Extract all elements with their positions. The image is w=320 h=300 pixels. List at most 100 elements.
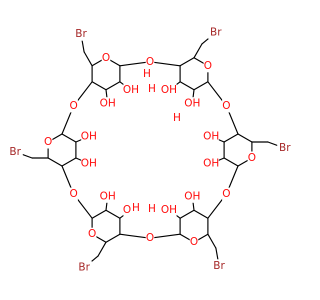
ring-oxygen: O [44, 136, 52, 148]
hydroxyl-group-group: OH [123, 83, 139, 97]
ch2-bond [207, 233, 217, 249]
bridge-oxygen-group: O [222, 187, 231, 201]
hydroxyl-group-mask [81, 157, 97, 170]
ch2-bond [97, 241, 107, 257]
glycosidic-bond [119, 61, 151, 67]
glycosidic-bond [119, 233, 151, 239]
ring-bond [223, 133, 239, 143]
bromine-atom-mask [73, 27, 89, 41]
hydroxyl-group-group: OH [161, 203, 177, 217]
bromine-atom: Br [9, 146, 21, 158]
inner-hydrogen-label: H [148, 203, 156, 215]
hydroxyl-group-group: OH [184, 97, 200, 111]
ring-bond [105, 81, 121, 91]
hydroxyl-group: OH [81, 131, 97, 143]
bridge-oxygen-group: O [222, 99, 231, 113]
hydroxyl-group: OH [203, 158, 219, 170]
ring-bond [223, 157, 239, 167]
ring-bond [47, 157, 63, 167]
hydroxyl-group-mask [100, 97, 116, 111]
inner-hydrogen-label-mask [172, 111, 182, 125]
bromine-atom: Br [78, 262, 90, 274]
hydroxyl-group-group: OH [81, 157, 97, 170]
ring-oxygen-mask [101, 51, 111, 65]
inner-hydrogen-label-group: H [131, 201, 141, 215]
hydroxyl-group-group: OH [81, 130, 97, 143]
bridge-oxygen-mask [69, 187, 78, 201]
bridge-oxygen-mask [222, 99, 231, 113]
inner-hydrogen-label-mask [147, 202, 157, 216]
ch2-bond [193, 43, 203, 59]
ring-oxygen: O [102, 52, 110, 64]
bromine-atom-mask [277, 141, 293, 155]
inner-hydrogen-label: H [173, 112, 181, 124]
atom-label-layer: OBrOHOHOBrOHOHOBrOHOHOBrOHOHOBrOHOHOBrOH… [7, 25, 293, 275]
ring-oxygen-mask [189, 235, 199, 249]
bridge-oxygen-mask [222, 187, 231, 201]
bromine-atom: Br [279, 142, 291, 154]
hydroxyl-group-mask [123, 83, 139, 97]
inner-hydrogen-label-mask [131, 201, 141, 215]
ring-oxygen-mask [43, 135, 53, 149]
ch2-bond [83, 51, 93, 67]
bridge-oxygen: O [146, 232, 154, 244]
ring-oxygen-group: O [203, 59, 213, 73]
ring-oxygen-mask [203, 59, 213, 73]
hydroxyl-group-group: OH [184, 189, 200, 203]
ring-oxygen: O [204, 60, 212, 72]
bridge-oxygen-mask [69, 99, 78, 113]
ring-bond [61, 157, 77, 167]
bridge-oxygen-group: O [145, 231, 155, 245]
bromine-atom-mask [211, 259, 227, 273]
hydroxyl-group: OH [203, 131, 219, 143]
ring-oxygen-group: O [87, 227, 97, 241]
bridge-oxygen-group: O [69, 187, 78, 201]
bridge-oxygen-mask [145, 55, 155, 69]
ring-bond [179, 81, 195, 91]
ring-oxygen-group: O [189, 235, 199, 249]
ring-oxygen-group: O [101, 51, 111, 65]
ring-oxygen-group: O [43, 135, 53, 149]
bridge-oxygen: O [146, 56, 154, 68]
bromine-atom: Br [210, 26, 222, 38]
bromine-atom: Br [75, 28, 87, 40]
hydroxyl-group: OH [123, 84, 139, 96]
ring-oxygen-group: O [247, 151, 257, 165]
hydroxyl-group-mask [161, 83, 177, 97]
ring-bond [179, 209, 195, 219]
hydroxyl-group: OH [100, 190, 116, 202]
inner-hydrogen-label-group: H [142, 67, 152, 81]
ring-oxygen: O [248, 152, 256, 164]
hydroxyl-group-mask [184, 97, 200, 111]
hydroxyl-group: OH [184, 190, 200, 202]
ring-bond [91, 209, 107, 219]
hydroxyl-group: OH [161, 84, 177, 96]
ring-bond [105, 233, 121, 243]
bromine-atom-group: Br [277, 141, 293, 155]
bridge-oxygen: O [69, 188, 77, 200]
hydroxyl-group: OH [100, 98, 116, 110]
ring-bond [193, 209, 209, 219]
hydroxyl-group-group: OH [100, 189, 116, 203]
hydroxyl-group-mask [203, 157, 219, 170]
bromine-atom-mask [208, 25, 224, 39]
bromine-atom-group: Br [208, 25, 224, 39]
bromine-atom-group: Br [7, 145, 23, 159]
hydroxyl-group: OH [184, 98, 200, 110]
hydroxyl-group-group: OH [161, 83, 177, 97]
ring-oxygen: O [88, 228, 96, 240]
bridge-oxygen: O [69, 100, 77, 112]
inner-hydrogen-label-group: H [172, 111, 182, 125]
bromine-atom: Br [213, 260, 225, 272]
hydroxyl-group-group: OH [203, 130, 219, 143]
bridge-oxygen: O [222, 100, 230, 112]
hydroxyl-group: OH [161, 204, 177, 216]
hydroxyl-group-group: OH [203, 157, 219, 170]
inner-hydrogen-label: H [143, 68, 151, 80]
bridge-oxygen-group: O [145, 55, 155, 69]
ring-bond [105, 209, 121, 219]
bridge-oxygen-mask [145, 231, 155, 245]
glycosidic-bond [149, 233, 181, 239]
bridge-oxygen-group: O [69, 99, 78, 113]
bromine-atom-mask [7, 145, 23, 159]
